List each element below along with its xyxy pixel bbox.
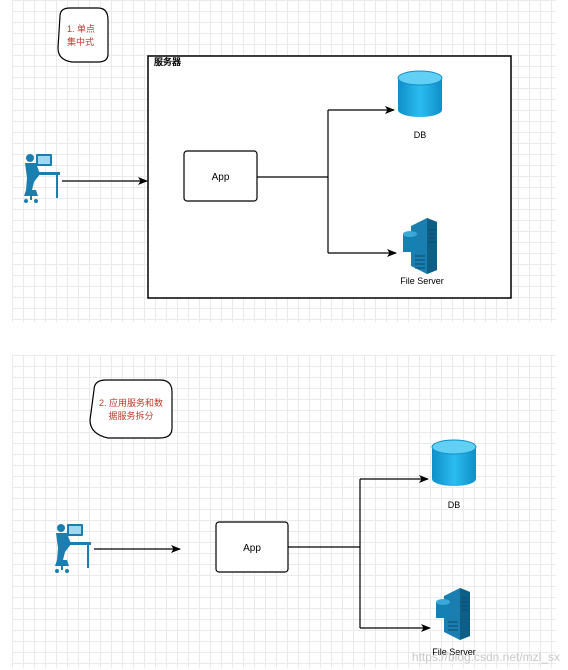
note-1-line-1: 1. 单点 [67,23,95,34]
note-2-line-1: 2. 应用服务和数 [99,397,163,408]
server-label: 服务器 [154,56,182,67]
db-label-2: DB [448,500,461,510]
file-server-label-2: File Server [432,647,476,657]
app-label-1: App [212,172,230,183]
file-server-icon [403,218,437,274]
note-2-line-2: 据服务拆分 [108,410,153,421]
note-1-line-2: 集中式 [67,36,94,47]
watermark: https://blog.csdn.net/mzl_sx [411,650,560,664]
app-node-1: App [183,150,258,202]
app-connector-2 [288,479,361,628]
database-icon [431,439,477,486]
file-server-label-1: File Server [400,276,444,286]
note-bubble-1: 1. 单点 集中式 [57,7,109,63]
app-label-2: App [243,543,261,554]
app-connector-1 [257,110,329,253]
user-at-computer-icon [24,154,60,203]
user-at-computer-icon [55,524,91,573]
db-label-1: DB [414,130,427,140]
app-node-2: App [215,521,289,573]
note-bubble-2: 2. 应用服务和数 据服务拆分 [89,379,173,439]
file-server-icon [436,588,470,640]
database-icon [397,70,443,117]
